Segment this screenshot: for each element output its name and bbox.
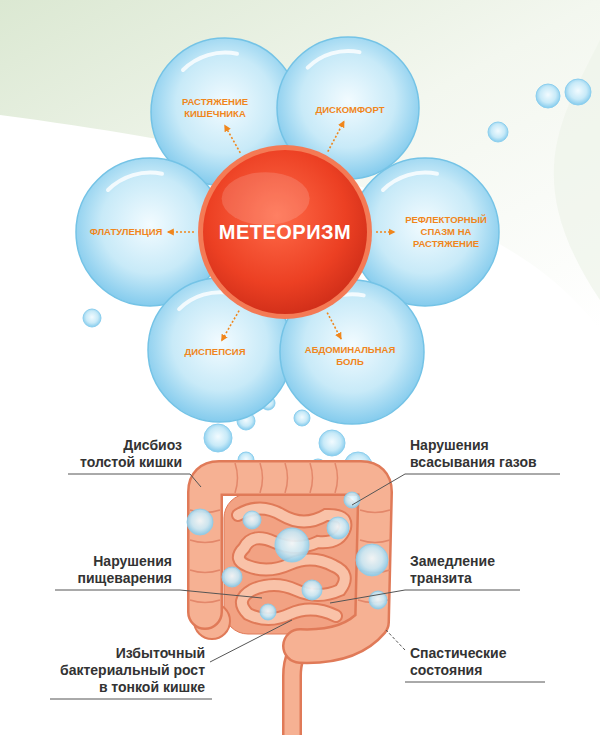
central-circle: МЕТЕОРИЗМ <box>197 144 373 320</box>
circle-gloss <box>222 172 310 225</box>
fold <box>190 540 220 543</box>
bubble <box>356 544 388 576</box>
bubble-highlight <box>179 292 232 309</box>
colon-folds <box>190 463 390 603</box>
bubble-text: АБДОМИНАЛЬНАЯ БОЛЬ <box>300 344 400 368</box>
bubble-text: ДИСКОМФОРТ <box>315 104 384 116</box>
fold <box>360 540 390 543</box>
bubble <box>319 430 345 456</box>
annotation-label: Нарушения всасывания газов <box>410 437 540 471</box>
annotation: Дисбиоз толстой кишки <box>74 437 182 471</box>
bubble <box>327 517 349 539</box>
bubble-text: ДИСПЕПСИЯ <box>185 346 246 358</box>
fold <box>190 570 220 573</box>
annotation-label: Спастические состояния <box>410 645 520 679</box>
small-intestine <box>224 494 360 634</box>
bubble <box>294 410 310 426</box>
leader-line <box>405 682 545 683</box>
bubble <box>204 424 232 452</box>
leader-line <box>330 590 520 603</box>
bubble <box>344 492 360 508</box>
bubble <box>260 604 276 620</box>
circle-ring <box>198 145 372 319</box>
bubble-highlight <box>108 173 162 190</box>
fold <box>335 463 338 493</box>
leader-line <box>55 590 262 598</box>
leader-line <box>50 699 212 700</box>
circle-fill <box>203 150 367 314</box>
bubble-highlight <box>383 173 437 190</box>
bubble <box>222 567 242 587</box>
fold <box>190 600 220 603</box>
fold <box>285 463 288 493</box>
bubble <box>565 79 591 105</box>
bubble <box>302 580 322 600</box>
center-title: МЕТЕОРИЗМ <box>219 220 352 244</box>
annotation: Замедление транзита <box>410 553 510 587</box>
leader-lines <box>50 474 560 699</box>
annotation: Нарушения пищеварения <box>62 553 172 587</box>
intestine-illustration <box>190 463 390 735</box>
annotation-label: Замедление транзита <box>410 553 510 587</box>
bubble-text: РАСТЯЖЕНИЕ КИШЕЧНИКА <box>174 96 256 120</box>
annotation-label: Избыточный бактериальный рост в тонкой к… <box>55 645 205 696</box>
bubble <box>488 122 508 142</box>
bubble-text: РЕФЛЕКТОРНЫЙ СПАЗМ НА РАСТЯЖЕНИЕ <box>400 214 492 250</box>
annotation-label: Нарушения пищеварения <box>62 553 172 587</box>
fold <box>310 463 313 493</box>
background-band <box>554 40 600 300</box>
fold <box>260 463 263 493</box>
bubble-text: ФЛАТУЛЕНЦИЯ <box>90 226 163 238</box>
annotation: Нарушения всасывания газов <box>410 437 540 471</box>
leader-line <box>68 474 201 487</box>
fold <box>360 510 390 513</box>
annotation: Избыточный бактериальный рост в тонкой к… <box>55 645 205 696</box>
leader-line <box>352 474 560 505</box>
bubble <box>83 309 101 327</box>
background-band <box>0 0 600 330</box>
annotation: Спастические состояния <box>410 645 520 679</box>
bubble <box>243 511 261 529</box>
leader-line <box>386 630 405 650</box>
gas-bubbles <box>187 492 388 620</box>
leader-line <box>210 620 292 662</box>
annotation-label: Дисбиоз толстой кишки <box>74 437 182 471</box>
bubble <box>187 509 213 535</box>
bubble-highlight <box>183 53 237 70</box>
bubble <box>536 84 560 108</box>
bubble-highlight <box>308 51 360 68</box>
bubble <box>275 528 309 562</box>
fold <box>235 463 238 493</box>
